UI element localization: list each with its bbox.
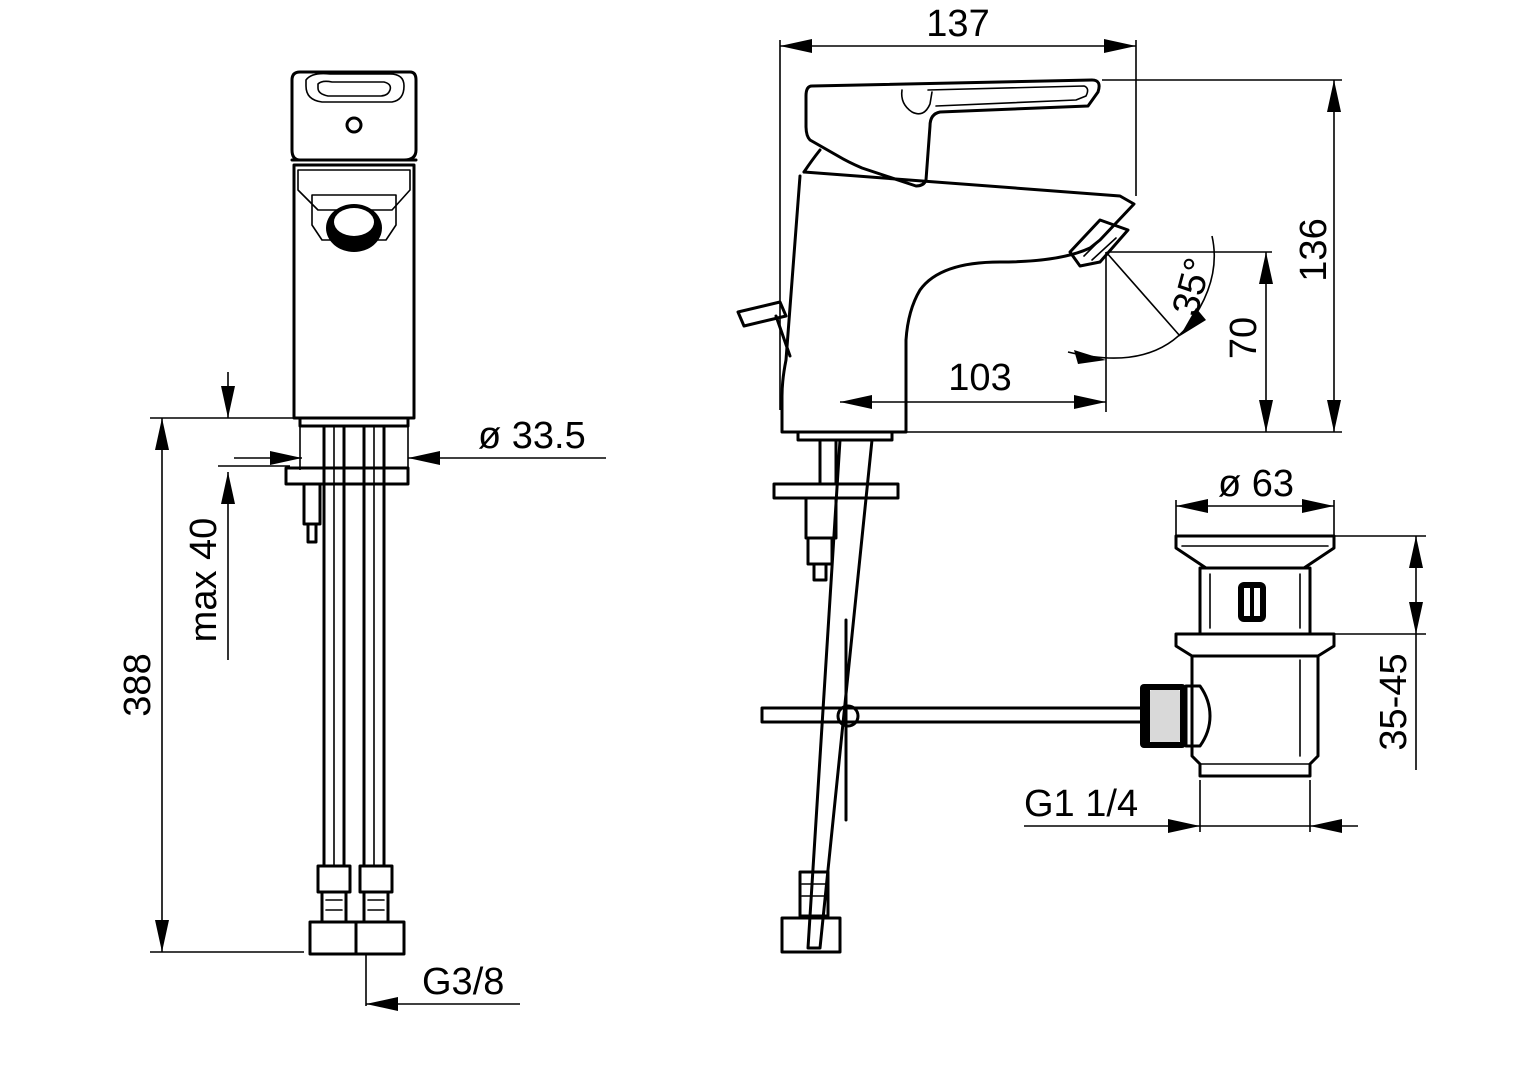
side-washer	[772, 482, 900, 500]
front-hose-fittings	[308, 864, 406, 956]
waste-view: ø 63 35-45 G1 1/4	[1024, 463, 1426, 833]
side-body	[780, 170, 1136, 434]
label-63: ø 63	[1218, 463, 1294, 505]
dim-35-45: 35-45	[1334, 535, 1426, 770]
waste-flange	[1174, 632, 1336, 658]
popup-knob	[736, 300, 788, 328]
label-g3-8: G3/8	[422, 961, 504, 1003]
label-max-40: max 40	[183, 518, 225, 643]
label-103: 103	[948, 357, 1011, 399]
dim-70: 70	[1108, 251, 1273, 432]
label-136: 136	[1293, 218, 1335, 281]
front-view: 388 max 40 ø 33.5 G3/8	[117, 70, 606, 1011]
dim-35-degree: 35°	[1067, 235, 1220, 364]
dim-136: 136	[906, 79, 1342, 433]
label-g1-1-4: G1 1/4	[1024, 783, 1138, 825]
dim-137: 137	[779, 3, 1137, 410]
label-70: 70	[1223, 317, 1265, 359]
front-washer	[284, 466, 410, 486]
dim-33-5: ø 33.5	[234, 415, 606, 470]
front-body	[292, 163, 416, 420]
label-35-degree: 35°	[1165, 254, 1220, 320]
dim-388: 388	[117, 417, 304, 953]
dim-max-40: max 40	[183, 372, 290, 660]
label-137: 137	[926, 3, 989, 45]
front-lever	[290, 70, 418, 162]
dim-103: 103	[840, 252, 1107, 412]
dim-g3-8: G3/8	[365, 954, 520, 1011]
label-388: 388	[117, 653, 159, 716]
waste-plug-head	[1174, 534, 1336, 570]
label-33-5: ø 33.5	[478, 415, 586, 457]
dim-63: ø 63	[1175, 463, 1335, 536]
label-35-45: 35-45	[1373, 653, 1415, 750]
dim-g1-1-4: G1 1/4	[1024, 780, 1358, 833]
side-view: 137 136 70 103	[736, 3, 1342, 954]
waste-body	[1190, 654, 1320, 778]
side-lever	[804, 78, 1101, 188]
